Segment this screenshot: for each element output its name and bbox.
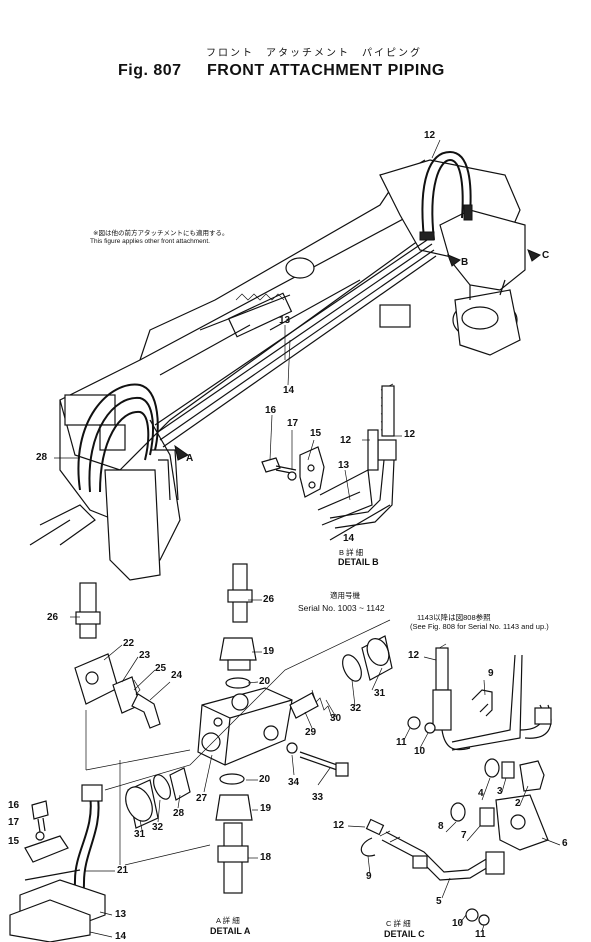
figure-title: FRONT ATTACHMENT PIPING xyxy=(207,62,445,79)
callout-14: 14 xyxy=(283,385,295,396)
japanese-title: フロント アタッチメント パイピング xyxy=(206,48,422,59)
serial-note-en: Serial No. 1003 ~ 1142 xyxy=(298,603,385,613)
detail-b-caption-jp: B 詳 細 xyxy=(339,548,364,557)
view-marker-a: A xyxy=(186,453,194,464)
see-fig-note-jp: 1143以降は図808参照 xyxy=(417,613,491,622)
fittings-lower-left xyxy=(9,784,106,942)
callout-23: 23 xyxy=(139,650,151,661)
callout-13-detail-b: 13 xyxy=(338,460,350,471)
callout-2: 2 xyxy=(515,798,521,809)
callout-26-left: 26 xyxy=(47,612,59,623)
callout-12: 12 xyxy=(424,130,436,141)
see-fig-note-en: (See Fig. 808 for Serial No. 1143 and up… xyxy=(410,622,549,631)
callout-18: 18 xyxy=(260,852,272,863)
detail-c xyxy=(360,643,552,926)
callout-20-upper: 20 xyxy=(259,676,271,687)
callout-30: 30 xyxy=(330,713,342,724)
callout-4: 4 xyxy=(478,788,484,799)
detail-a-caption-jp: A 詳 細 xyxy=(216,916,240,925)
callout-19-lower: 19 xyxy=(260,803,272,814)
callout-12-detail-c-lower: 12 xyxy=(333,820,345,831)
leader-lines xyxy=(54,139,561,938)
callout-12-detail-b-right: 12 xyxy=(404,429,416,440)
callout-6: 6 xyxy=(562,838,568,849)
callout-20-lower: 20 xyxy=(259,774,271,785)
callout-19-upper: 19 xyxy=(263,646,275,657)
hose-12-top xyxy=(419,150,473,241)
callout-10-upper: 10 xyxy=(414,746,426,757)
detail-a xyxy=(104,563,393,894)
detail-c-caption-jp: C 詳 細 xyxy=(386,919,411,928)
detail-b-caption: DETAIL B xyxy=(338,557,379,567)
callout-12-detail-b-left: 12 xyxy=(340,435,352,446)
detail-a-caption: DETAIL A xyxy=(210,926,251,936)
callout-32-left: 32 xyxy=(152,822,164,833)
fittings-left xyxy=(74,582,191,771)
callout-9-lower: 9 xyxy=(366,871,372,882)
callout-14-detail-b: 14 xyxy=(343,533,355,544)
callout-31-left: 31 xyxy=(134,829,146,840)
callout-11-upper: 11 xyxy=(396,737,407,748)
boom-structure xyxy=(29,159,526,581)
callout-24: 24 xyxy=(171,670,183,681)
callout-31-right: 31 xyxy=(374,688,386,699)
callout-5: 5 xyxy=(436,896,442,907)
callout-7: 7 xyxy=(461,830,467,841)
applicability-note-en: This figure applies other front attachme… xyxy=(90,238,210,245)
callout-3: 3 xyxy=(497,786,503,797)
callout-16: 16 xyxy=(265,405,277,416)
callout-14-lower: 14 xyxy=(115,931,127,942)
callout-13-lower: 13 xyxy=(115,909,127,920)
callout-8: 8 xyxy=(438,821,444,832)
callout-17: 17 xyxy=(287,418,299,429)
view-arrows xyxy=(174,249,541,461)
callout-21: 21 xyxy=(117,865,129,876)
callout-12-detail-c-upper: 12 xyxy=(408,650,420,661)
detail-b xyxy=(261,383,397,541)
callout-15-lower: 15 xyxy=(8,836,20,847)
boom-pipes xyxy=(154,237,437,448)
callout-9-upper: 9 xyxy=(488,668,494,679)
callout-28-detail-a: 28 xyxy=(173,808,185,819)
serial-note-jp: 適用号機 xyxy=(330,591,360,600)
view-marker-b: B xyxy=(461,257,469,268)
callout-11-lower: 11 xyxy=(475,929,486,940)
callout-32-right: 32 xyxy=(350,703,362,714)
callout-22: 22 xyxy=(123,638,135,649)
callout-33: 33 xyxy=(312,792,324,803)
hose-28 xyxy=(77,383,179,501)
callout-13: 13 xyxy=(279,315,291,326)
callout-15: 15 xyxy=(310,428,322,439)
applicability-note-jp: ※図は他の前方アタッチメントにも適用する。 xyxy=(93,230,229,237)
callout-25: 25 xyxy=(155,663,167,674)
callout-29: 29 xyxy=(305,727,317,738)
callout-10-lower: 10 xyxy=(452,918,464,929)
callout-17-lower: 17 xyxy=(8,817,20,828)
callout-28: 28 xyxy=(36,452,48,463)
callout-34: 34 xyxy=(288,777,300,788)
view-marker-c: C xyxy=(542,250,550,261)
callout-26-upper: 26 xyxy=(263,594,275,605)
callout-27: 27 xyxy=(196,793,208,804)
detail-c-caption: DETAIL C xyxy=(384,929,425,939)
callout-16-lower: 16 xyxy=(8,800,20,811)
figure-number: Fig. 807 xyxy=(118,62,182,79)
